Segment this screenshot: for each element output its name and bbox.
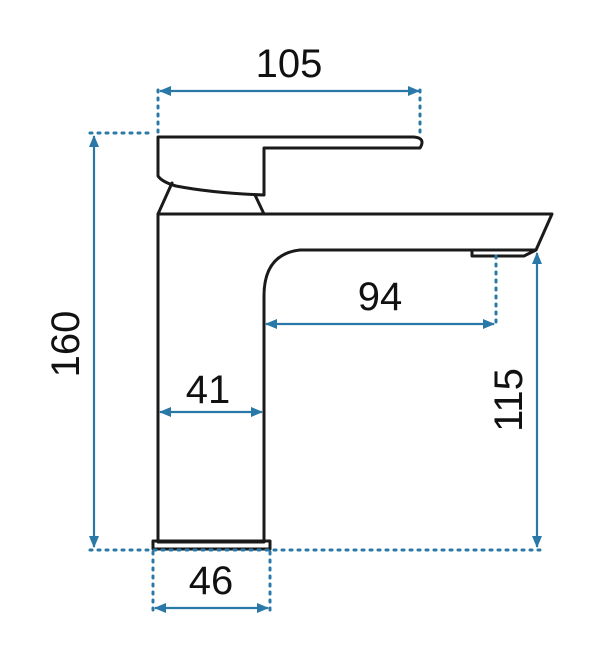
label-body-width: 41 <box>186 368 231 412</box>
faucet-body <box>156 212 554 544</box>
label-top-width: 105 <box>256 42 323 86</box>
label-spout-height: 115 <box>487 368 531 432</box>
label-total-height: 160 <box>44 311 88 378</box>
dimension-lines <box>89 86 542 613</box>
faucet-handle-neck <box>156 181 266 216</box>
dimension-labels: 105 160 94 41 115 46 <box>44 42 531 603</box>
faucet-handle <box>156 135 424 197</box>
extension-lines <box>88 88 542 612</box>
label-base-width: 46 <box>189 559 234 603</box>
faucet-base <box>151 539 272 551</box>
label-spout-reach: 94 <box>358 275 403 319</box>
faucet-outline <box>151 135 554 551</box>
faucet-aerator <box>470 248 538 258</box>
